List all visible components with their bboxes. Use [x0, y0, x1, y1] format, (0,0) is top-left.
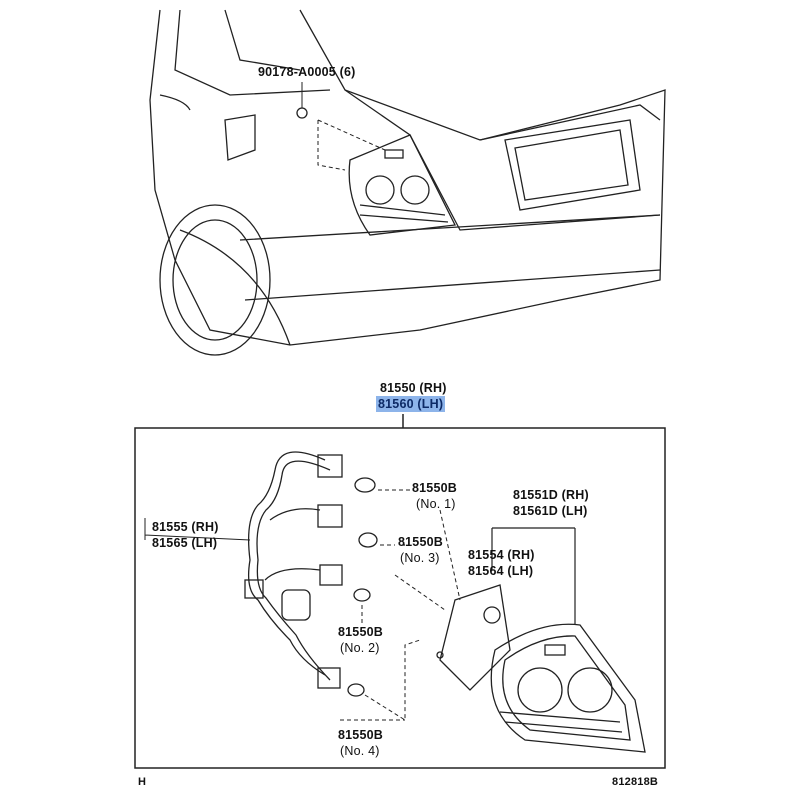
lens-body-rh[interactable]: 81551D (RH) [513, 488, 589, 502]
bulb-no4-number[interactable]: 81550B [338, 728, 383, 742]
assembly-lh-label-highlighted[interactable]: 81560 (LH) [376, 396, 446, 412]
gasket-shape [439, 584, 511, 691]
tail-lamp-shape [490, 623, 646, 753]
gasket-rh[interactable]: 81554 (RH) [468, 548, 535, 562]
bulb-no2-number[interactable]: 81550B [338, 625, 383, 639]
diagram-id: 812818B [612, 776, 659, 788]
car-rear-illustration [149, 9, 666, 356]
bulb-no1-note: (No. 1) [416, 497, 456, 511]
bulb-no2-note: (No. 2) [340, 641, 380, 655]
bulb-no3-note: (No. 3) [400, 551, 440, 565]
gasket-lh[interactable]: 81564 (LH) [468, 564, 534, 578]
lens-body-lh[interactable]: 81561D (LH) [513, 504, 588, 518]
assembly-rh-label[interactable]: 81550 (RH) [380, 381, 447, 395]
part-label-90178[interactable]: 90178-A0005 (6) [258, 65, 356, 79]
assembly-frame [134, 427, 666, 769]
socket-wire-harness [244, 451, 378, 697]
socket-wire-lh[interactable]: 81565 (LH) [152, 536, 218, 550]
bulb-no3-number[interactable]: 81550B [398, 535, 443, 549]
bulb-no1-number[interactable]: 81550B [412, 481, 457, 495]
bulb-no4-note: (No. 4) [340, 744, 380, 758]
socket-wire-rh[interactable]: 81555 (RH) [152, 520, 219, 534]
footer-left-code: H [138, 776, 147, 788]
